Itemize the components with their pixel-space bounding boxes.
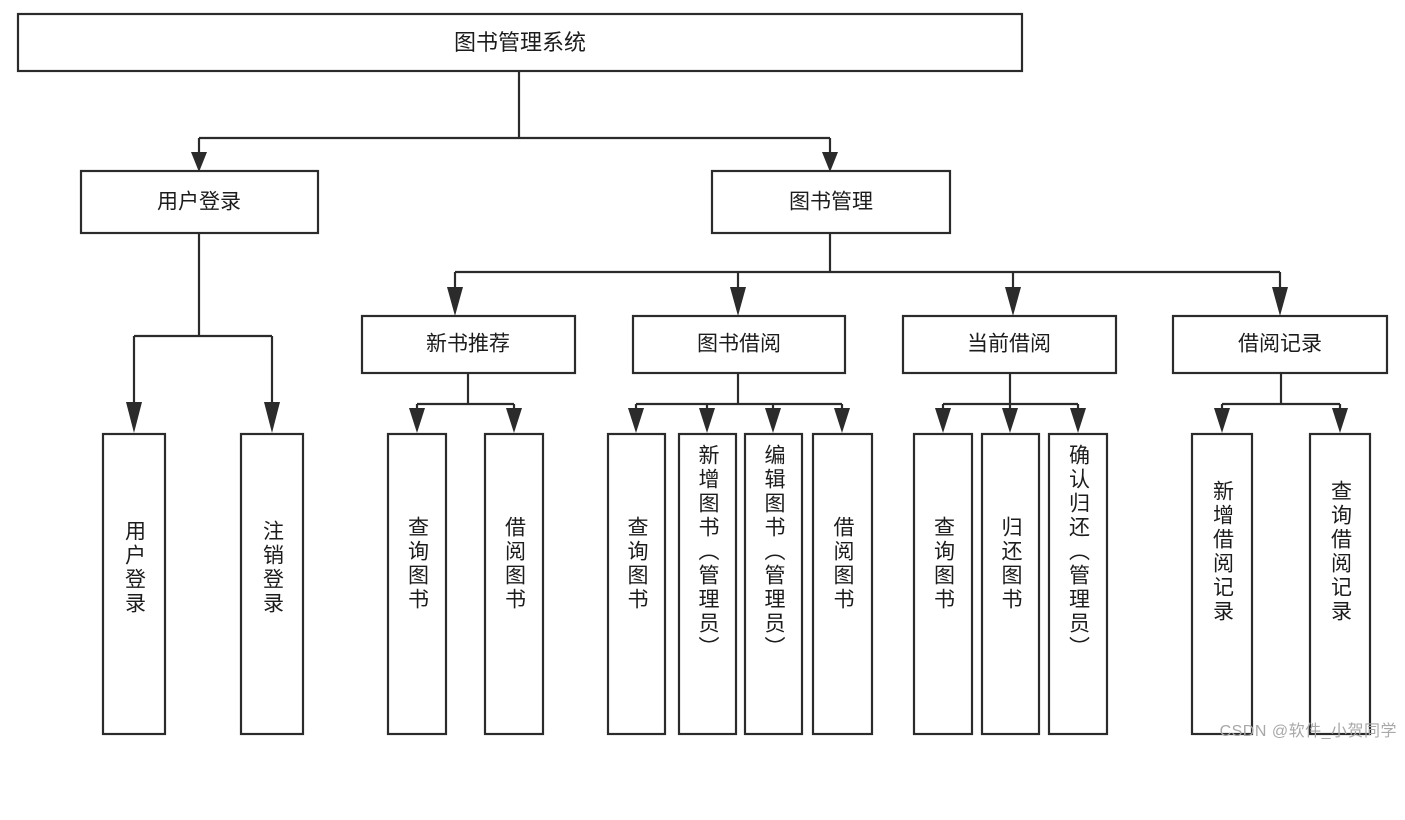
- arrow-head-book-borrow: [730, 287, 746, 316]
- leaf-box-record-query[interactable]: [1308, 432, 1372, 736]
- arrow-head-user-login-leaf: [126, 402, 142, 433]
- csdn-watermark: CSDN @软件_小贺同学: [1219, 723, 1397, 740]
- node-new-book-rec-label: 新书推荐: [426, 333, 510, 356]
- arrow-head-borrow-add: [699, 408, 715, 433]
- arrow-head-current-query: [935, 408, 951, 433]
- arrow-head-current-confirm: [1070, 408, 1086, 433]
- node-book-borrow-label: 图书借阅: [697, 333, 781, 356]
- diagram-canvas: 图书管理系统 用户登录 图书管理 新书推荐 图书借阅 当前借阅 借阅记录: [16, 12, 1397, 740]
- arrow-head-record-add: [1214, 408, 1230, 433]
- node-book-borrow-box[interactable]: [631, 314, 847, 375]
- node-layer: 图书管理系统 用户登录 图书管理 新书推荐 图书借阅 当前借阅 借阅记录: [16, 12, 1389, 736]
- arrow-head-record-query: [1332, 408, 1348, 433]
- arrow-head-current-borrow: [1005, 287, 1021, 316]
- node-user-login-label: 用户登录: [157, 191, 241, 214]
- leaf-box-borrow-edit[interactable]: [743, 432, 804, 736]
- arrow-head-borrow-edit: [765, 408, 781, 433]
- node-current-borrow-label: 当前借阅: [967, 333, 1051, 356]
- node-book-management-box[interactable]: [710, 169, 952, 235]
- node-user-login-box[interactable]: [79, 169, 320, 235]
- leaf-box-current-confirm[interactable]: [1047, 432, 1109, 736]
- org-chart-svg: 图书管理系统 用户登录 图书管理 新书推荐 图书借阅 当前借阅 借阅记录: [16, 12, 1389, 736]
- leaf-box-user-login[interactable]: [101, 432, 167, 736]
- node-root-label: 图书管理系统: [454, 30, 586, 55]
- arrow-head-logout-leaf: [264, 402, 280, 433]
- node-borrow-record-label: 借阅记录: [1238, 333, 1322, 356]
- arrow-head-newbook-query: [409, 408, 425, 433]
- leaf-box-newbook-query[interactable]: [386, 432, 448, 736]
- leaf-box-current-query[interactable]: [912, 432, 974, 736]
- node-book-management-label: 图书管理: [789, 191, 873, 214]
- leaf-box-current-return[interactable]: [980, 432, 1041, 736]
- arrow-head-new-book-rec: [447, 287, 463, 316]
- arrow-head-borrow-query: [628, 408, 644, 433]
- leaf-box-newbook-borrow[interactable]: [483, 432, 545, 736]
- node-new-book-rec-box[interactable]: [360, 314, 577, 375]
- leaf-box-logout[interactable]: [239, 432, 305, 736]
- connector-layer: [126, 71, 1348, 433]
- arrow-head-borrow-lend: [834, 408, 850, 433]
- node-current-borrow-box[interactable]: [901, 314, 1118, 375]
- node-root-box[interactable]: [16, 12, 1024, 73]
- leaf-box-record-add[interactable]: [1190, 432, 1254, 736]
- arrow-head-borrow-record: [1272, 287, 1288, 316]
- leaf-box-borrow-add[interactable]: [677, 432, 738, 736]
- arrow-head-current-return: [1002, 408, 1018, 433]
- node-borrow-record-box[interactable]: [1171, 314, 1389, 375]
- arrow-head-newbook-borrow: [506, 408, 522, 433]
- arrow-head-to-book-management: [822, 152, 838, 172]
- leaf-box-borrow-query[interactable]: [606, 432, 667, 736]
- leaf-box-borrow-lend[interactable]: [811, 432, 874, 736]
- arrow-head-to-user-login: [191, 152, 207, 172]
